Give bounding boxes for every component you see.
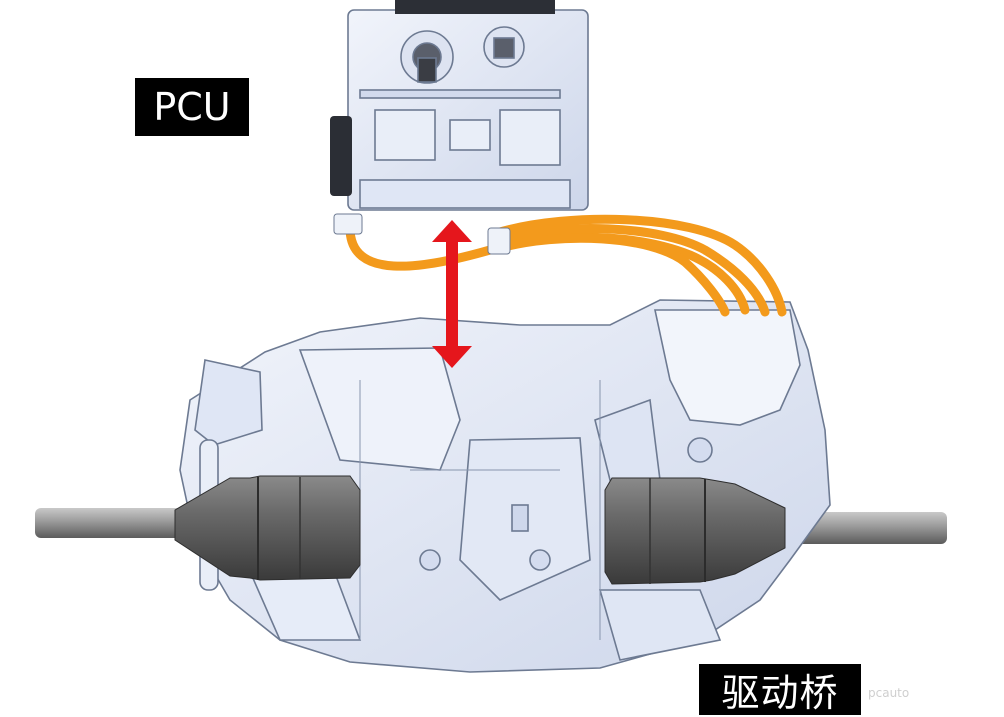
cable-clamp [333,213,511,255]
connection-arrow [432,220,472,368]
hv-cables [345,214,787,317]
drive-axle-label: 驱动桥 [699,664,861,715]
left-cv-boot [174,475,361,581]
pcu-label: PCU [135,78,249,136]
drive-axle-label-text: 驱动桥 [721,671,839,715]
pcu-unit [330,0,589,211]
pcu-label-text: PCU [153,85,231,129]
right-cv-boot [604,477,786,585]
watermark: pcauto [868,686,910,700]
